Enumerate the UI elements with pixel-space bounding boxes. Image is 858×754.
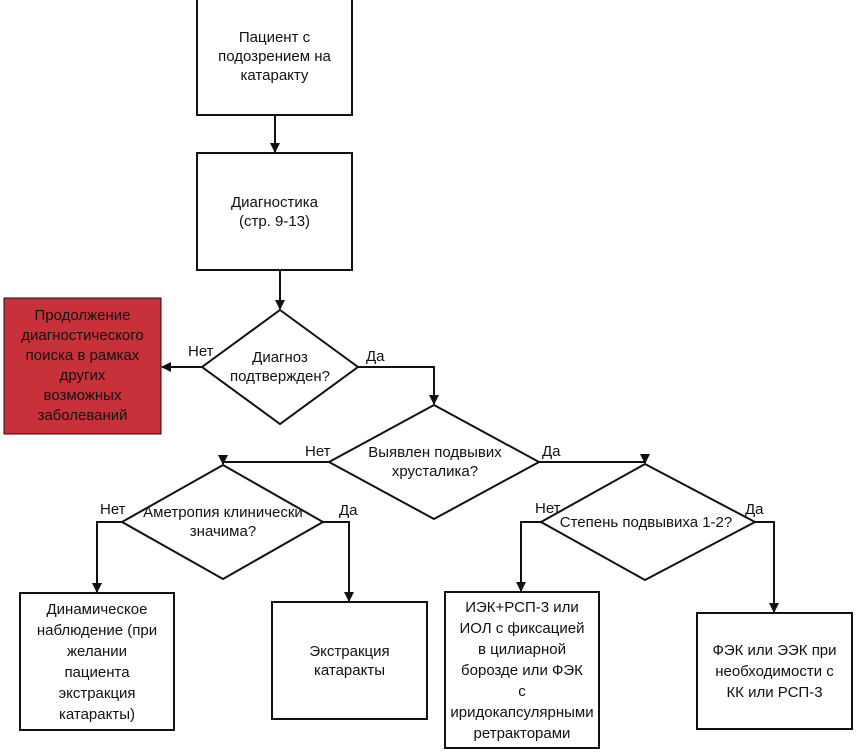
label-no-diag: Нет xyxy=(188,343,214,360)
arrow-yes-degree xyxy=(539,454,650,464)
continue-text: Продолжение диагностического поиска в ра… xyxy=(21,307,144,424)
label-yes-diag: Да xyxy=(366,348,385,365)
arrow-yes-extraction xyxy=(323,521,354,602)
subluxation-text: Выявлен подвывих хрусталика? xyxy=(368,444,502,480)
diagnostics-box xyxy=(196,152,353,271)
continue-box xyxy=(3,297,162,435)
label-yes-sublux: Да xyxy=(542,443,561,460)
arrow-yes-subluxation xyxy=(358,366,439,405)
degree-text: Степень подвывиха 1-2? xyxy=(559,513,733,531)
fek-text: ФЭК или ЭЭК при необходимости с КК или Р… xyxy=(712,641,837,701)
diagnostics-text: Диагностика (стр. 9-13) xyxy=(231,193,318,230)
arrow-no-observation xyxy=(92,521,122,593)
extraction-box xyxy=(271,601,428,720)
label-no-degree: Нет xyxy=(535,500,561,517)
label-yes-degree: Да xyxy=(745,501,764,518)
observation-box xyxy=(19,592,175,731)
arrow-no-iek xyxy=(516,521,541,592)
extraction-text: Экстракция катаракты xyxy=(309,642,390,679)
subluxation-diamond xyxy=(326,403,542,521)
label-no-ametropia: Нет xyxy=(100,501,126,518)
diag-confirmed-text: Диагноз подтвержден? xyxy=(230,349,330,385)
iek-box xyxy=(444,591,600,749)
patient-box xyxy=(196,0,353,116)
ametropia-diamond xyxy=(119,463,326,581)
label-no-sublux: Нет xyxy=(305,443,331,460)
degree-diamond xyxy=(538,462,758,582)
patient-text: Пациент с подозрением на катаракту xyxy=(218,29,331,84)
observation-text: Динамическое наблюдение (при желании пац… xyxy=(36,600,158,723)
label-yes-ametropia: Да xyxy=(339,502,358,519)
ametropia-text: Аметропия клинически значима? xyxy=(143,504,303,540)
arrow-yes-fek xyxy=(755,521,779,613)
fek-box xyxy=(696,612,853,730)
diag-confirmed-diamond xyxy=(200,308,360,426)
iek-text: ИЭК+РСП-3 или ИОЛ с фиксацией в цилиарно… xyxy=(450,598,594,742)
arrow-no-ametropia xyxy=(218,455,329,465)
